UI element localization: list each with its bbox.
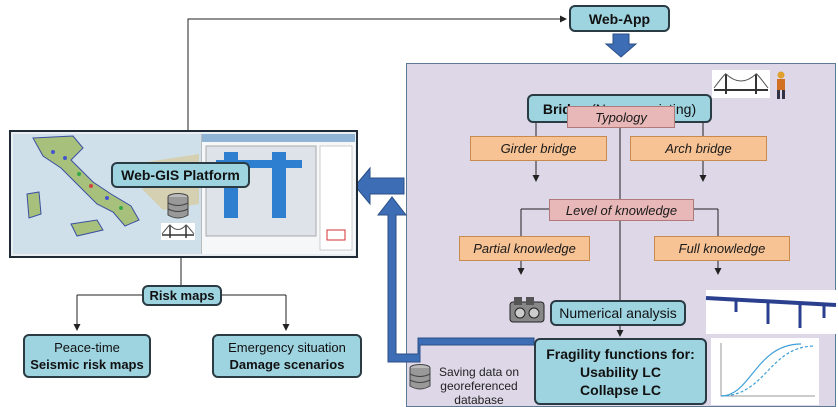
knowledge-label: Level of knowledge [565,202,678,218]
partial-box: Partial knowledge [459,236,590,261]
typology-box: Typology [567,106,675,128]
webgis-bridge-icon [161,223,195,240]
riskmaps-label: Risk maps [149,288,215,303]
fragility-curve-image [711,338,819,405]
emergency-box: Emergency situation Damage scenarios [212,334,362,378]
webgis-label: Web-GIS Platform [121,167,240,183]
fragility-line3: Collapse LC [580,381,661,398]
webgis-database-icon [166,193,190,219]
emergency-line1: Emergency situation [228,340,346,355]
arch-box: Arch bridge [630,136,767,161]
typology-label: Typology [595,109,647,125]
fragility-line1: Fragility functions for: [546,345,695,362]
numerical-box: Numerical analysis [550,300,686,326]
bridge-icon [712,70,770,98]
partial-label: Partial knowledge [473,241,576,256]
webgis-box: Web-GIS Platform [111,162,250,188]
riskmaps-box: Risk maps [142,285,222,306]
link-webgis-webapp [184,15,567,136]
girder-box: Girder bridge [470,136,607,161]
peace-line1: Peace-time [54,340,120,355]
arrow-fragility-loop [376,196,535,363]
worker-icon [774,70,788,100]
engine-icon [506,294,550,328]
arrow-webapp-down [604,33,638,58]
arrow-panel-to-webgis [354,166,405,206]
numerical-label: Numerical analysis [559,305,677,321]
fragility-box: Fragility functions for: Usability LC Co… [534,338,707,405]
emergency-line2: Damage scenarios [229,357,345,372]
fragility-line2: Usability LC [580,363,661,380]
saving-line3: database [454,392,504,407]
full-label: Full knowledge [678,241,766,256]
webapp-label: Web-App [588,10,651,27]
peace-line2: Seismic risk maps [30,357,144,372]
webgis-screenshot-image [201,134,355,254]
saving-line2: georeferenced [440,378,518,393]
girder-label: Girder bridge [500,141,577,156]
saving-text: Saving data on georeferenced database [432,364,526,407]
full-box: Full knowledge [654,236,790,261]
saving-line1: Saving data on [438,364,520,379]
webapp-box: Web-App [569,5,670,32]
knowledge-box: Level of knowledge [549,199,694,221]
database-icon [409,364,431,390]
peace-box: Peace-time Seismic risk maps [23,334,151,378]
bridge-model-image [705,290,837,334]
arch-label: Arch bridge [665,141,732,156]
